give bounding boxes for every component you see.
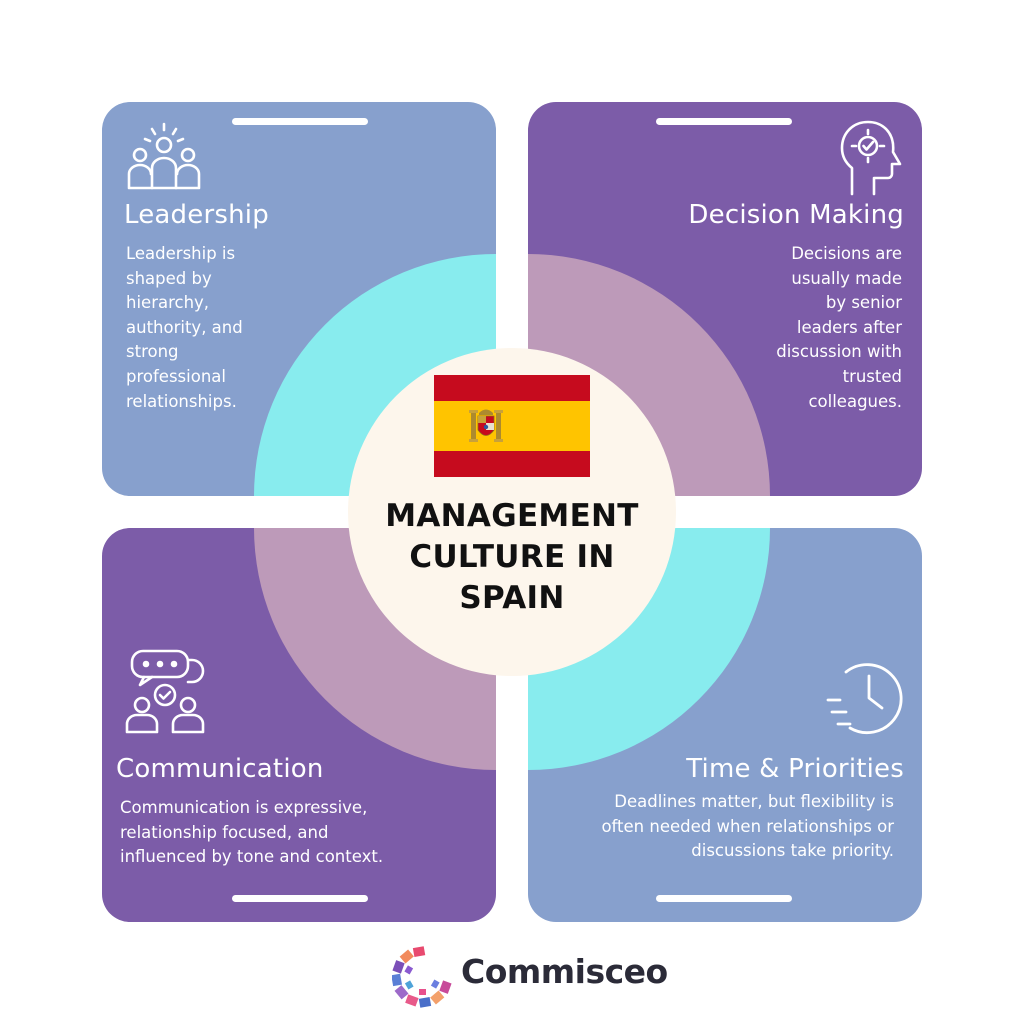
leadership-title: Leadership: [124, 200, 269, 230]
decision-making-title: Decision Making: [688, 200, 904, 230]
center-title: MANAGEMENT CULTURE IN SPAIN: [385, 498, 639, 616]
brand-name: Commisceo: [461, 952, 668, 991]
chat-people-icon: [125, 649, 205, 734]
time-priorities-description: Deadlines matter, but flexibility is oft…: [601, 792, 894, 861]
commisceo-logo: [392, 946, 452, 1008]
top-bar-decoration: [656, 118, 792, 125]
flag-of-spain: [434, 375, 590, 477]
head-check-icon: [840, 120, 902, 196]
time-priorities-title: Time & Priorities: [686, 754, 904, 784]
communication-description: Communication is expressive, relationshi…: [120, 798, 384, 867]
leadership-team-icon: [127, 122, 201, 190]
communication-title: Communication: [116, 754, 324, 784]
top-bar-decoration: [232, 118, 368, 125]
time-priorities-card: Time & Priorities Deadlines matter, but …: [528, 528, 922, 922]
clock-icon: [826, 663, 903, 735]
decision-making-description: Decisions are usually made by senior lea…: [776, 244, 902, 411]
center-circle: MANAGEMENT CULTURE IN SPAIN: [348, 348, 676, 676]
coat-of-arms-icon: [469, 409, 503, 442]
bottom-bar-decoration: [232, 895, 368, 902]
leadership-description: Leadership is shaped by hierarchy, autho…: [126, 244, 243, 411]
brand-footer: Commisceo: [392, 942, 672, 1012]
bottom-bar-decoration: [656, 895, 792, 902]
